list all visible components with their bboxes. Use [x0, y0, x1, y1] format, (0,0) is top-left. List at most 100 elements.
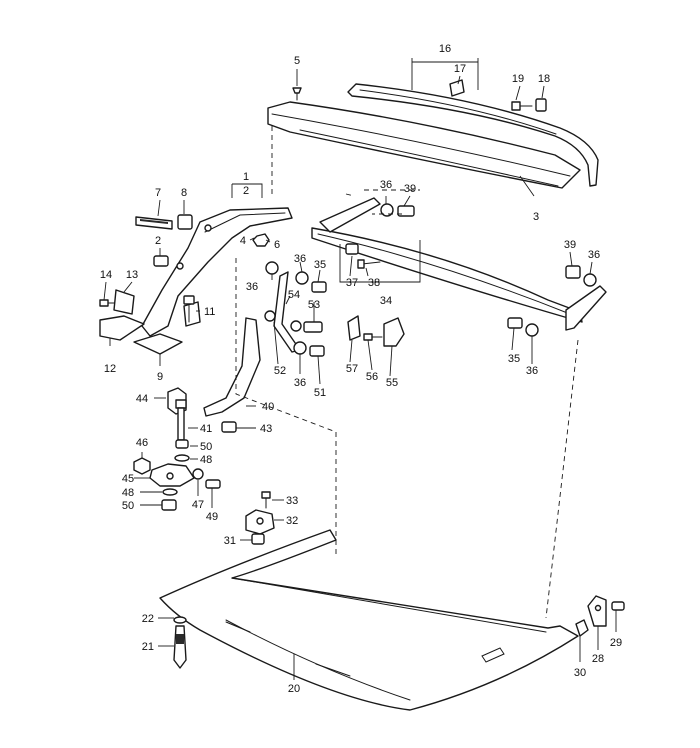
- callout-55: 55: [386, 377, 398, 389]
- part-36-washer-e: [295, 271, 309, 285]
- callout-48-a: 48: [200, 454, 212, 466]
- callout-48-b: 48: [122, 487, 134, 499]
- part-52-pin: [264, 310, 276, 322]
- callout-36-f: 36: [526, 365, 538, 377]
- callout-43: 43: [260, 423, 272, 435]
- callout-57: 57: [346, 363, 358, 375]
- part-8-nut: [177, 214, 193, 230]
- callout-54: 54: [288, 289, 300, 301]
- callout-40: 40: [262, 401, 274, 413]
- callout-50-b: 50: [122, 500, 134, 512]
- part-39-bolt-b: [565, 265, 581, 279]
- callout-17: 17: [454, 63, 466, 75]
- callout-36-a: 36: [380, 179, 392, 191]
- callout-18: 18: [538, 73, 550, 85]
- callout-31: 31: [224, 535, 236, 547]
- callout-4: 4: [240, 235, 246, 247]
- callout-12: 12: [104, 363, 116, 375]
- part-53-bolt: [290, 320, 323, 333]
- callout-51: 51: [314, 387, 326, 399]
- part-28-bracket: [587, 595, 607, 627]
- callout-1: 1: [243, 171, 249, 183]
- callout-20: 20: [288, 683, 300, 695]
- callout-45: 45: [122, 473, 134, 485]
- part-40-lever: [203, 317, 261, 417]
- part-47-washer: [192, 468, 204, 480]
- part-20-top-panel: [159, 529, 579, 711]
- callout-11: 11: [204, 306, 215, 318]
- part-16-weather-strip: [347, 83, 599, 187]
- callout-36-c: 36: [294, 253, 306, 265]
- part-17-clip: [449, 79, 465, 97]
- part-2-bushing: [153, 255, 169, 267]
- callout-14: 14: [100, 269, 112, 281]
- part-3-front-bow: [267, 101, 581, 189]
- part-22-washer: [173, 616, 187, 624]
- part-48-washer-a: [174, 454, 190, 462]
- callout-38: 38: [368, 277, 380, 289]
- part-12-plate: [99, 315, 145, 341]
- part-55-cover: [383, 317, 405, 347]
- callout-50-a: 50: [200, 441, 212, 453]
- callout-36-b: 36: [588, 249, 600, 261]
- part-32-retainer: [245, 509, 275, 535]
- callout-47: 47: [192, 499, 204, 511]
- callout-39-a: 39: [404, 183, 416, 195]
- part-11-screw: [183, 295, 195, 323]
- callout-2-group: 2: [243, 185, 249, 197]
- callout-34: 34: [380, 295, 392, 307]
- callout-36-e: 36: [294, 377, 306, 389]
- part-18-nut: [535, 98, 547, 112]
- part-7-bolt: [135, 216, 173, 230]
- part-51-bolt: [309, 345, 325, 357]
- callout-8: 8: [181, 187, 187, 199]
- callout-35-a: 35: [314, 259, 326, 271]
- part-49-screw: [205, 479, 221, 489]
- callout-39-b: 39: [564, 239, 576, 251]
- callout-3: 3: [533, 211, 539, 223]
- callout-7: 7: [155, 187, 161, 199]
- part-5-screw: [292, 87, 302, 101]
- part-35-bolt-b: [311, 281, 327, 293]
- callout-13: 13: [126, 269, 138, 281]
- callout-35-b: 35: [508, 353, 520, 365]
- part-36-washer-b: [583, 273, 597, 287]
- part-54-link-arm: [273, 271, 301, 353]
- part-48-washer-b: [162, 488, 178, 496]
- callout-56: 56: [366, 371, 378, 383]
- part-33-screw: [261, 491, 271, 509]
- part-6-nut: [252, 233, 270, 247]
- part-41-bolt: [175, 399, 187, 441]
- part-36-washer-a: [380, 203, 394, 217]
- callout-41: 41: [200, 423, 212, 435]
- part-13-bracket: [113, 289, 135, 315]
- callout-labels: 5 16 17 19 18 3 1 2 7 8 2 4 6 14 13 11 1…: [100, 43, 622, 695]
- callout-28: 28: [592, 653, 604, 665]
- callout-9: 9: [157, 371, 163, 383]
- part-45-wing-bracket: [149, 463, 195, 487]
- callout-49: 49: [206, 511, 218, 523]
- part-29-screw: [611, 601, 625, 611]
- part-50-nut-b: [161, 499, 177, 511]
- callout-6: 6: [274, 239, 280, 251]
- part-37-nut: [345, 243, 359, 255]
- part-56-screw: [363, 333, 383, 341]
- callout-52: 52: [274, 365, 286, 377]
- part-38-screw: [357, 259, 381, 269]
- assembly-dashed-lines: [235, 126, 579, 619]
- callout-46: 46: [136, 437, 148, 449]
- part-35-bolt-a: [507, 317, 523, 329]
- part-57-bracket: [347, 315, 361, 341]
- callout-32: 32: [286, 515, 298, 527]
- part-36-washer-d: [265, 261, 279, 275]
- callout-33: 33: [286, 495, 298, 507]
- part-46-nut: [133, 457, 151, 475]
- part-21-stud: [173, 625, 187, 669]
- callout-53: 53: [308, 299, 320, 311]
- callout-37: 37: [346, 277, 358, 289]
- callout-22: 22: [142, 613, 154, 625]
- part-50-nut-a: [175, 439, 189, 449]
- part-34-rear-bow: [311, 197, 607, 331]
- part-43-pin: [221, 421, 237, 433]
